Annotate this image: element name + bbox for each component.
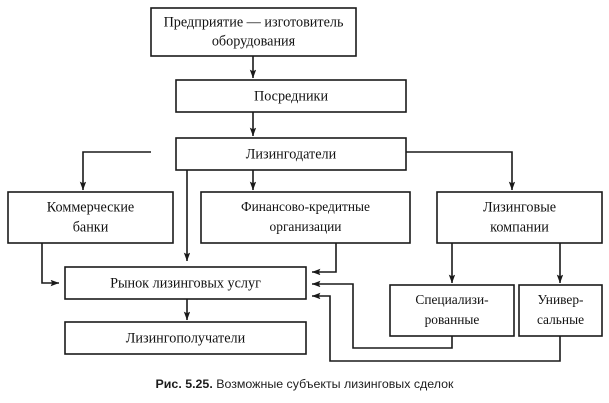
node-financial-credit-line2: организации [270, 219, 342, 234]
node-leasing-companies-line1: Лизинговые [483, 199, 556, 215]
node-intermediaries: Посредники [175, 79, 407, 113]
node-commercial-banks: Коммерческие банки [7, 191, 174, 244]
node-commercial-banks-line2: банки [73, 219, 109, 235]
node-universal-line2: сальные [537, 312, 584, 327]
node-lessees-label: Лизингополучатели [126, 330, 246, 346]
node-financial-credit-line1: Финансово-кредитные [241, 199, 370, 214]
node-lessors: Лизингодатели [175, 137, 407, 171]
node-manufacturer-line2: оборудования [212, 33, 296, 49]
node-market-label: Рынок лизинговых услуг [110, 275, 261, 291]
node-specialized: Специализи- рованные [389, 284, 515, 337]
node-universal-line1: Универ- [538, 292, 584, 307]
node-leasing-companies-line2: компании [490, 219, 549, 235]
node-lessees: Лизингополучатели [64, 321, 307, 355]
figure-caption: Рис. 5.25. Возможные субъекты лизинговых… [0, 377, 609, 391]
figure-caption-label: Рис. 5.25. [155, 377, 213, 391]
node-specialized-line2: рованные [425, 312, 480, 327]
connector-lessors-to-commercial-banks [79, 151, 151, 191]
node-market: Рынок лизинговых услуг [64, 266, 307, 300]
node-specialized-line1: Специализи- [415, 292, 488, 307]
connector-financial-credit-to-market [311, 243, 337, 276]
node-commercial-banks-line1: Коммерческие [47, 199, 134, 215]
node-universal: Универ- сальные [518, 284, 603, 337]
figure-caption-text: Возможные субъекты лизинговых сделок [216, 377, 454, 391]
node-manufacturer: Предприятие — изготовитель оборудования [150, 7, 357, 57]
node-leasing-companies: Лизинговые компании [436, 191, 603, 244]
node-financial-credit: Финансово-кредитные организации [200, 191, 411, 244]
connector-specialized-to-market [311, 280, 453, 349]
node-intermediaries-label: Посредники [254, 88, 328, 104]
node-lessors-label: Лизингодатели [246, 146, 337, 162]
connector-commercial-banks-to-market [41, 243, 60, 287]
connector-lessors-to-leasing-companies [356, 151, 516, 191]
connector-universal-to-market [311, 292, 561, 362]
node-manufacturer-line1: Предприятие — изготовитель [164, 14, 344, 30]
